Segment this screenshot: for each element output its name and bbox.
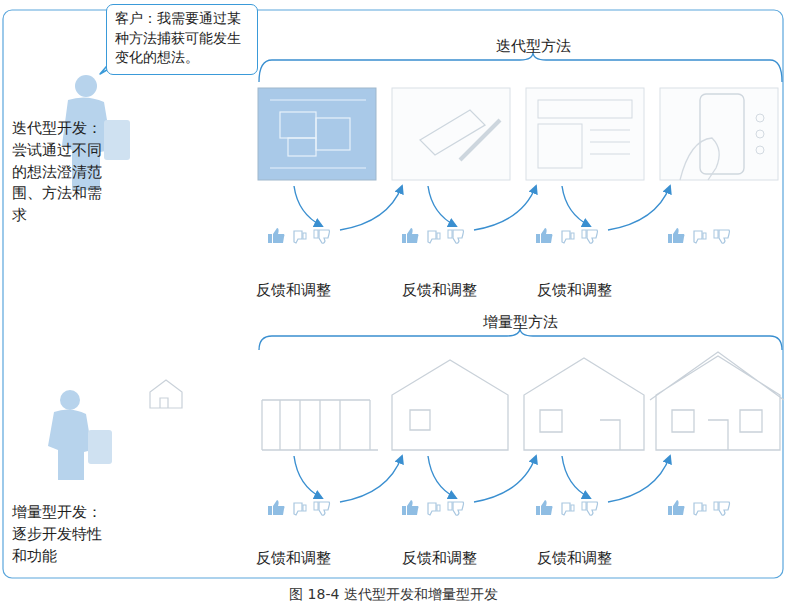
bubble-text: 客户：我需要通过某种方法捕获可能发生变化的想法。 <box>115 9 249 68</box>
side-note: 迭代型开发：尝试通过不同的想法澄清范围、方法和需求 <box>12 118 108 227</box>
feedback-label: 反馈和调整 <box>402 280 502 302</box>
figure-caption: 图 18-4 迭代型开发和增量型开发 <box>0 584 787 604</box>
feedback-label: 反馈和调整 <box>256 280 356 302</box>
group-heading: 迭代型方法 <box>433 36 633 58</box>
feedback-label: 反馈和调整 <box>537 548 637 570</box>
speech-bubble: 客户：我需要通过某种方法捕获可能发生变化的想法。 <box>106 4 258 75</box>
feedback-label: 反馈和调整 <box>537 280 637 302</box>
side-note: 增量型开发：逐步开发特性和功能 <box>12 502 108 567</box>
group-heading: 增量型方法 <box>420 312 620 334</box>
feedback-label: 反馈和调整 <box>256 548 356 570</box>
feedback-label: 反馈和调整 <box>402 548 502 570</box>
